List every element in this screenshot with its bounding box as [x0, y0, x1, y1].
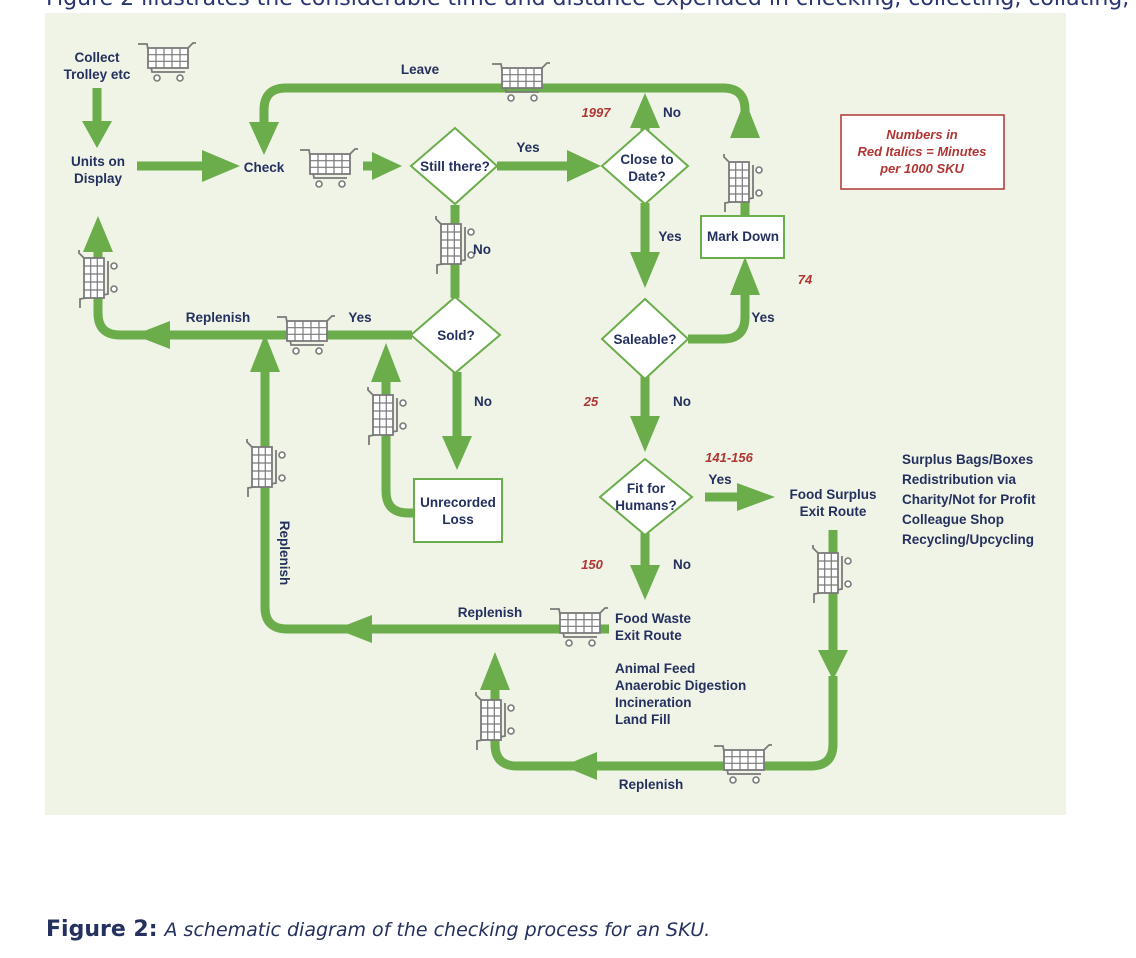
trolley-icon: [299, 148, 358, 188]
label-check: Check: [244, 160, 285, 175]
arrowhead: [567, 150, 601, 182]
decision-sold: [409, 295, 502, 375]
label-food-waste: Exit Route: [615, 628, 682, 643]
surplus-list-item: Recycling/Upcycling: [902, 532, 1034, 547]
label-saleable: Saleable?: [613, 332, 676, 347]
box-mark-down: [700, 215, 785, 259]
label-sold: Sold?: [437, 328, 475, 343]
label-food-surplus: Food Surplus: [790, 487, 877, 502]
flow-loss-left: [381, 380, 414, 518]
label-unrecorded-loss: Unrecorded: [420, 495, 496, 510]
caption-text: A schematic diagram of the checking proc…: [164, 919, 711, 941]
surplus-list-item: Surplus Bags/Boxes: [902, 452, 1033, 467]
label-food-waste: Food Waste: [615, 611, 691, 626]
label-no: No: [473, 242, 491, 257]
label-yes: Yes: [658, 229, 681, 244]
label-yes: Yes: [751, 310, 774, 325]
arrowhead: [336, 615, 372, 643]
caption-label: Figure 2:: [46, 917, 158, 942]
arrowhead: [630, 565, 660, 600]
flow-replenish-left-loop: [260, 370, 370, 634]
minutes-mark-down: 74: [798, 272, 813, 287]
arrowhead: [372, 152, 402, 180]
arrowhead: [134, 321, 170, 349]
minutes-saleable: 25: [583, 394, 599, 409]
flow-saleable-to-markdown: [688, 295, 750, 344]
label-close-to-date: Close to: [620, 152, 673, 167]
minutes-food-waste: 150: [581, 557, 603, 572]
label-food-surplus: Exit Route: [800, 504, 867, 519]
arrowhead: [371, 343, 401, 382]
label-replenish-vertical: Replenish: [277, 521, 292, 586]
waste-list-item: Anaerobic Digestion: [615, 678, 746, 693]
arrowhead: [442, 436, 472, 470]
flow-leave-loop: [645, 83, 750, 138]
label-fit-for-humans: Humans?: [615, 498, 677, 513]
label-no: No: [673, 557, 691, 572]
label-unrecorded-loss: Loss: [442, 512, 474, 527]
waste-list-item: Incineration: [615, 695, 692, 710]
label-yes: Yes: [708, 472, 731, 487]
label-yes: Yes: [348, 310, 371, 325]
decision-close-to-date: [600, 126, 690, 206]
legend-text: Red Italics = Minutes: [858, 144, 987, 159]
label-replenish: Replenish: [186, 310, 251, 325]
label-replenish: Replenish: [458, 605, 523, 620]
label-still-there: Still there?: [420, 159, 490, 174]
trolley-icon: [137, 42, 196, 82]
flow-bottom-left: [490, 688, 595, 771]
decision-still-there: [409, 126, 499, 206]
arrowhead: [630, 416, 660, 452]
label-replenish: Replenish: [619, 777, 684, 792]
label-units-on-display: Display: [74, 171, 123, 186]
label-no: No: [663, 105, 681, 120]
surplus-list-item: Colleague Shop: [902, 512, 1004, 527]
arrowhead: [202, 150, 240, 182]
flow-replenish-to-units: [93, 250, 167, 340]
trolley-icon: [491, 62, 550, 102]
label-leave: Leave: [401, 62, 440, 77]
box-unrecorded-loss: [413, 478, 503, 543]
arrowhead: [82, 121, 112, 148]
arrowhead: [83, 216, 113, 252]
arrowhead: [250, 334, 280, 372]
label-close-to-date: Date?: [628, 169, 666, 184]
surplus-list-item: Redistribution via: [902, 472, 1017, 487]
arrowhead: [730, 100, 760, 138]
label-fit-for-humans: Fit for: [627, 481, 666, 496]
label-mark-down: Mark Down: [707, 229, 779, 244]
arrowhead: [563, 752, 597, 780]
label-yes: Yes: [516, 140, 539, 155]
decision-fit-for-humans: [598, 457, 694, 537]
figure-caption: Figure 2: A schematic diagram of the che…: [46, 917, 710, 942]
minutes-fit-for-humans: 141-156: [705, 450, 753, 465]
arrowhead: [737, 483, 775, 511]
label-no: No: [474, 394, 492, 409]
arrowhead: [730, 257, 760, 295]
arrowhead: [249, 122, 279, 155]
label-units-on-display: Units on: [71, 154, 125, 169]
waste-list-item: Animal Feed: [615, 661, 695, 676]
minutes-close-to-date: 1997: [582, 105, 612, 120]
legend-text: per 1000 SKU: [879, 161, 964, 176]
flow-leave-back: [259, 83, 645, 125]
arrowhead: [818, 650, 848, 680]
decision-saleable: [600, 297, 690, 381]
label-collect: Trolley etc: [64, 67, 131, 82]
legend-box: [840, 114, 1005, 190]
arrowhead: [630, 252, 660, 288]
label-no: No: [673, 394, 691, 409]
surplus-list-item: Charity/Not for Profit: [902, 492, 1036, 507]
waste-list-item: Land Fill: [615, 712, 671, 727]
arrowhead: [480, 652, 510, 690]
label-collect: Collect: [74, 50, 120, 65]
flow-surplus-to-bottom: [595, 676, 838, 771]
top-text: Figure 2 illustrates the considerable ti…: [46, 0, 1129, 11]
legend-text: Numbers in: [886, 127, 958, 142]
arrowhead: [630, 93, 660, 128]
